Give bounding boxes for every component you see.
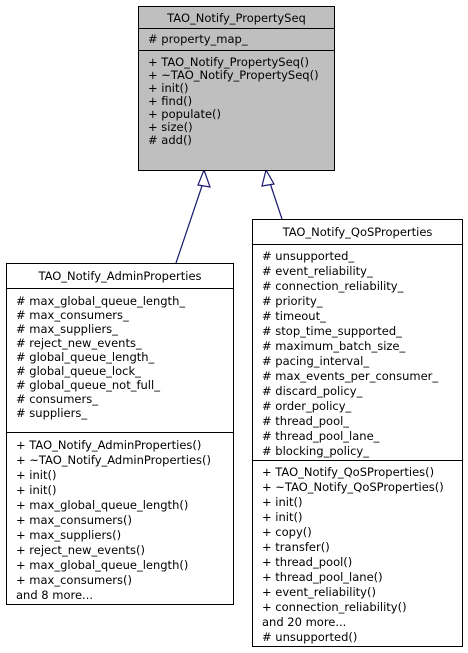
class-box-qos-properties[interactable]: TAO_Notify_QoSProperties # unsupported_ … bbox=[252, 219, 463, 647]
attribute-item: # reject_new_events_ bbox=[16, 336, 142, 350]
inheritance-arrowhead-qos bbox=[261, 168, 275, 187]
method-item: + init() bbox=[16, 468, 57, 482]
more-methods-note: and 8 more... bbox=[16, 588, 94, 602]
edge-admin-to-propertyseq bbox=[175, 179, 205, 264]
attribute-item: # max_events_per_consumer_ bbox=[262, 369, 439, 383]
method-item: + max_global_queue_length() bbox=[16, 558, 189, 572]
method-item: + max_consumers() bbox=[16, 513, 132, 527]
method-item: + init() bbox=[148, 81, 189, 95]
more-methods-note: and 20 more... bbox=[262, 615, 347, 629]
attribute-item: # global_queue_length_ bbox=[16, 350, 155, 364]
method-item: + TAO_Notify_AdminProperties() bbox=[16, 438, 202, 452]
inheritance-arrowhead-admin bbox=[197, 168, 211, 188]
method-item: + reject_new_events() bbox=[16, 543, 145, 557]
method-item: + init() bbox=[262, 495, 303, 509]
attribute-item: # timeout_ bbox=[262, 309, 326, 323]
method-item: # unsupported() bbox=[262, 630, 358, 644]
method-item: + find() bbox=[148, 94, 193, 108]
class-name: TAO_Notify_PropertySeq bbox=[139, 7, 334, 29]
attribute-item: # stop_time_supported_ bbox=[262, 324, 402, 338]
method-item: + populate() bbox=[148, 107, 222, 121]
attribute-item: # priority_ bbox=[262, 294, 323, 308]
attribute-item: # property_map_ bbox=[148, 32, 248, 46]
method-item: + thread_pool_lane() bbox=[262, 570, 383, 584]
class-box-admin-properties[interactable]: TAO_Notify_AdminProperties # max_global_… bbox=[6, 263, 234, 605]
method-item: + max_global_queue_length() bbox=[16, 498, 189, 512]
attribute-item: # maximum_batch_size_ bbox=[262, 339, 406, 353]
method-item: + ~TAO_Notify_AdminProperties() bbox=[16, 453, 212, 467]
attribute-item: # connection_reliability_ bbox=[262, 279, 404, 293]
attribute-item: # max_suppliers_ bbox=[16, 322, 118, 336]
attributes-section: # max_global_queue_length_ # max_consume… bbox=[7, 289, 233, 433]
method-item: + max_consumers() bbox=[16, 573, 132, 587]
attribute-item: # global_queue_lock_ bbox=[16, 364, 141, 378]
attribute-item: # consumers_ bbox=[16, 392, 98, 406]
attribute-item: # discard_policy_ bbox=[262, 384, 363, 398]
method-item: + transfer() bbox=[262, 540, 330, 554]
method-item: + ~TAO_Notify_QoSProperties() bbox=[262, 480, 444, 494]
methods-section: + TAO_Notify_PropertySeq() + ~TAO_Notify… bbox=[139, 51, 334, 147]
attribute-item: # event_reliability_ bbox=[262, 264, 373, 278]
attribute-item: # max_global_queue_length_ bbox=[16, 294, 186, 308]
class-name: TAO_Notify_AdminProperties bbox=[7, 264, 233, 289]
attribute-item: # blocking_policy_ bbox=[262, 444, 369, 458]
attribute-item: # global_queue_not_full_ bbox=[16, 378, 160, 392]
method-item: + thread_pool() bbox=[262, 555, 353, 569]
attribute-item: # thread_pool_lane_ bbox=[262, 429, 380, 443]
method-item: + event_reliability() bbox=[262, 585, 376, 599]
methods-section: + TAO_Notify_QoSProperties() + ~TAO_Noti… bbox=[253, 461, 462, 645]
method-item: + ~TAO_Notify_PropertySeq() bbox=[148, 68, 319, 82]
attribute-item: # thread_pool_ bbox=[262, 414, 350, 428]
method-item: + TAO_Notify_PropertySeq() bbox=[148, 55, 309, 69]
attribute-item: # max_consumers_ bbox=[16, 308, 129, 322]
attribute-item: # order_policy_ bbox=[262, 399, 352, 413]
method-item: + size() bbox=[148, 120, 193, 134]
class-name: TAO_Notify_QoSProperties bbox=[253, 220, 462, 245]
method-item: + max_suppliers() bbox=[16, 528, 122, 542]
method-item: + TAO_Notify_QoSProperties() bbox=[262, 465, 435, 479]
methods-section: + TAO_Notify_AdminProperties() + ~TAO_No… bbox=[7, 433, 233, 603]
method-item: + init() bbox=[16, 483, 57, 497]
attribute-item: # unsupported_ bbox=[262, 249, 355, 263]
method-item: + init() bbox=[262, 510, 303, 524]
edge-qos-to-propertyseq bbox=[268, 179, 283, 220]
attributes-section: # unsupported_ # event_reliability_ # co… bbox=[253, 245, 462, 461]
method-item: # add() bbox=[148, 133, 192, 147]
method-item: + copy() bbox=[262, 525, 312, 539]
attribute-item: # suppliers_ bbox=[16, 406, 88, 420]
method-item: + connection_reliability() bbox=[262, 600, 407, 614]
class-box-property-seq[interactable]: TAO_Notify_PropertySeq # property_map_ +… bbox=[138, 6, 335, 171]
attribute-item: # pacing_interval_ bbox=[262, 354, 370, 368]
attributes-section: # property_map_ bbox=[139, 29, 334, 51]
